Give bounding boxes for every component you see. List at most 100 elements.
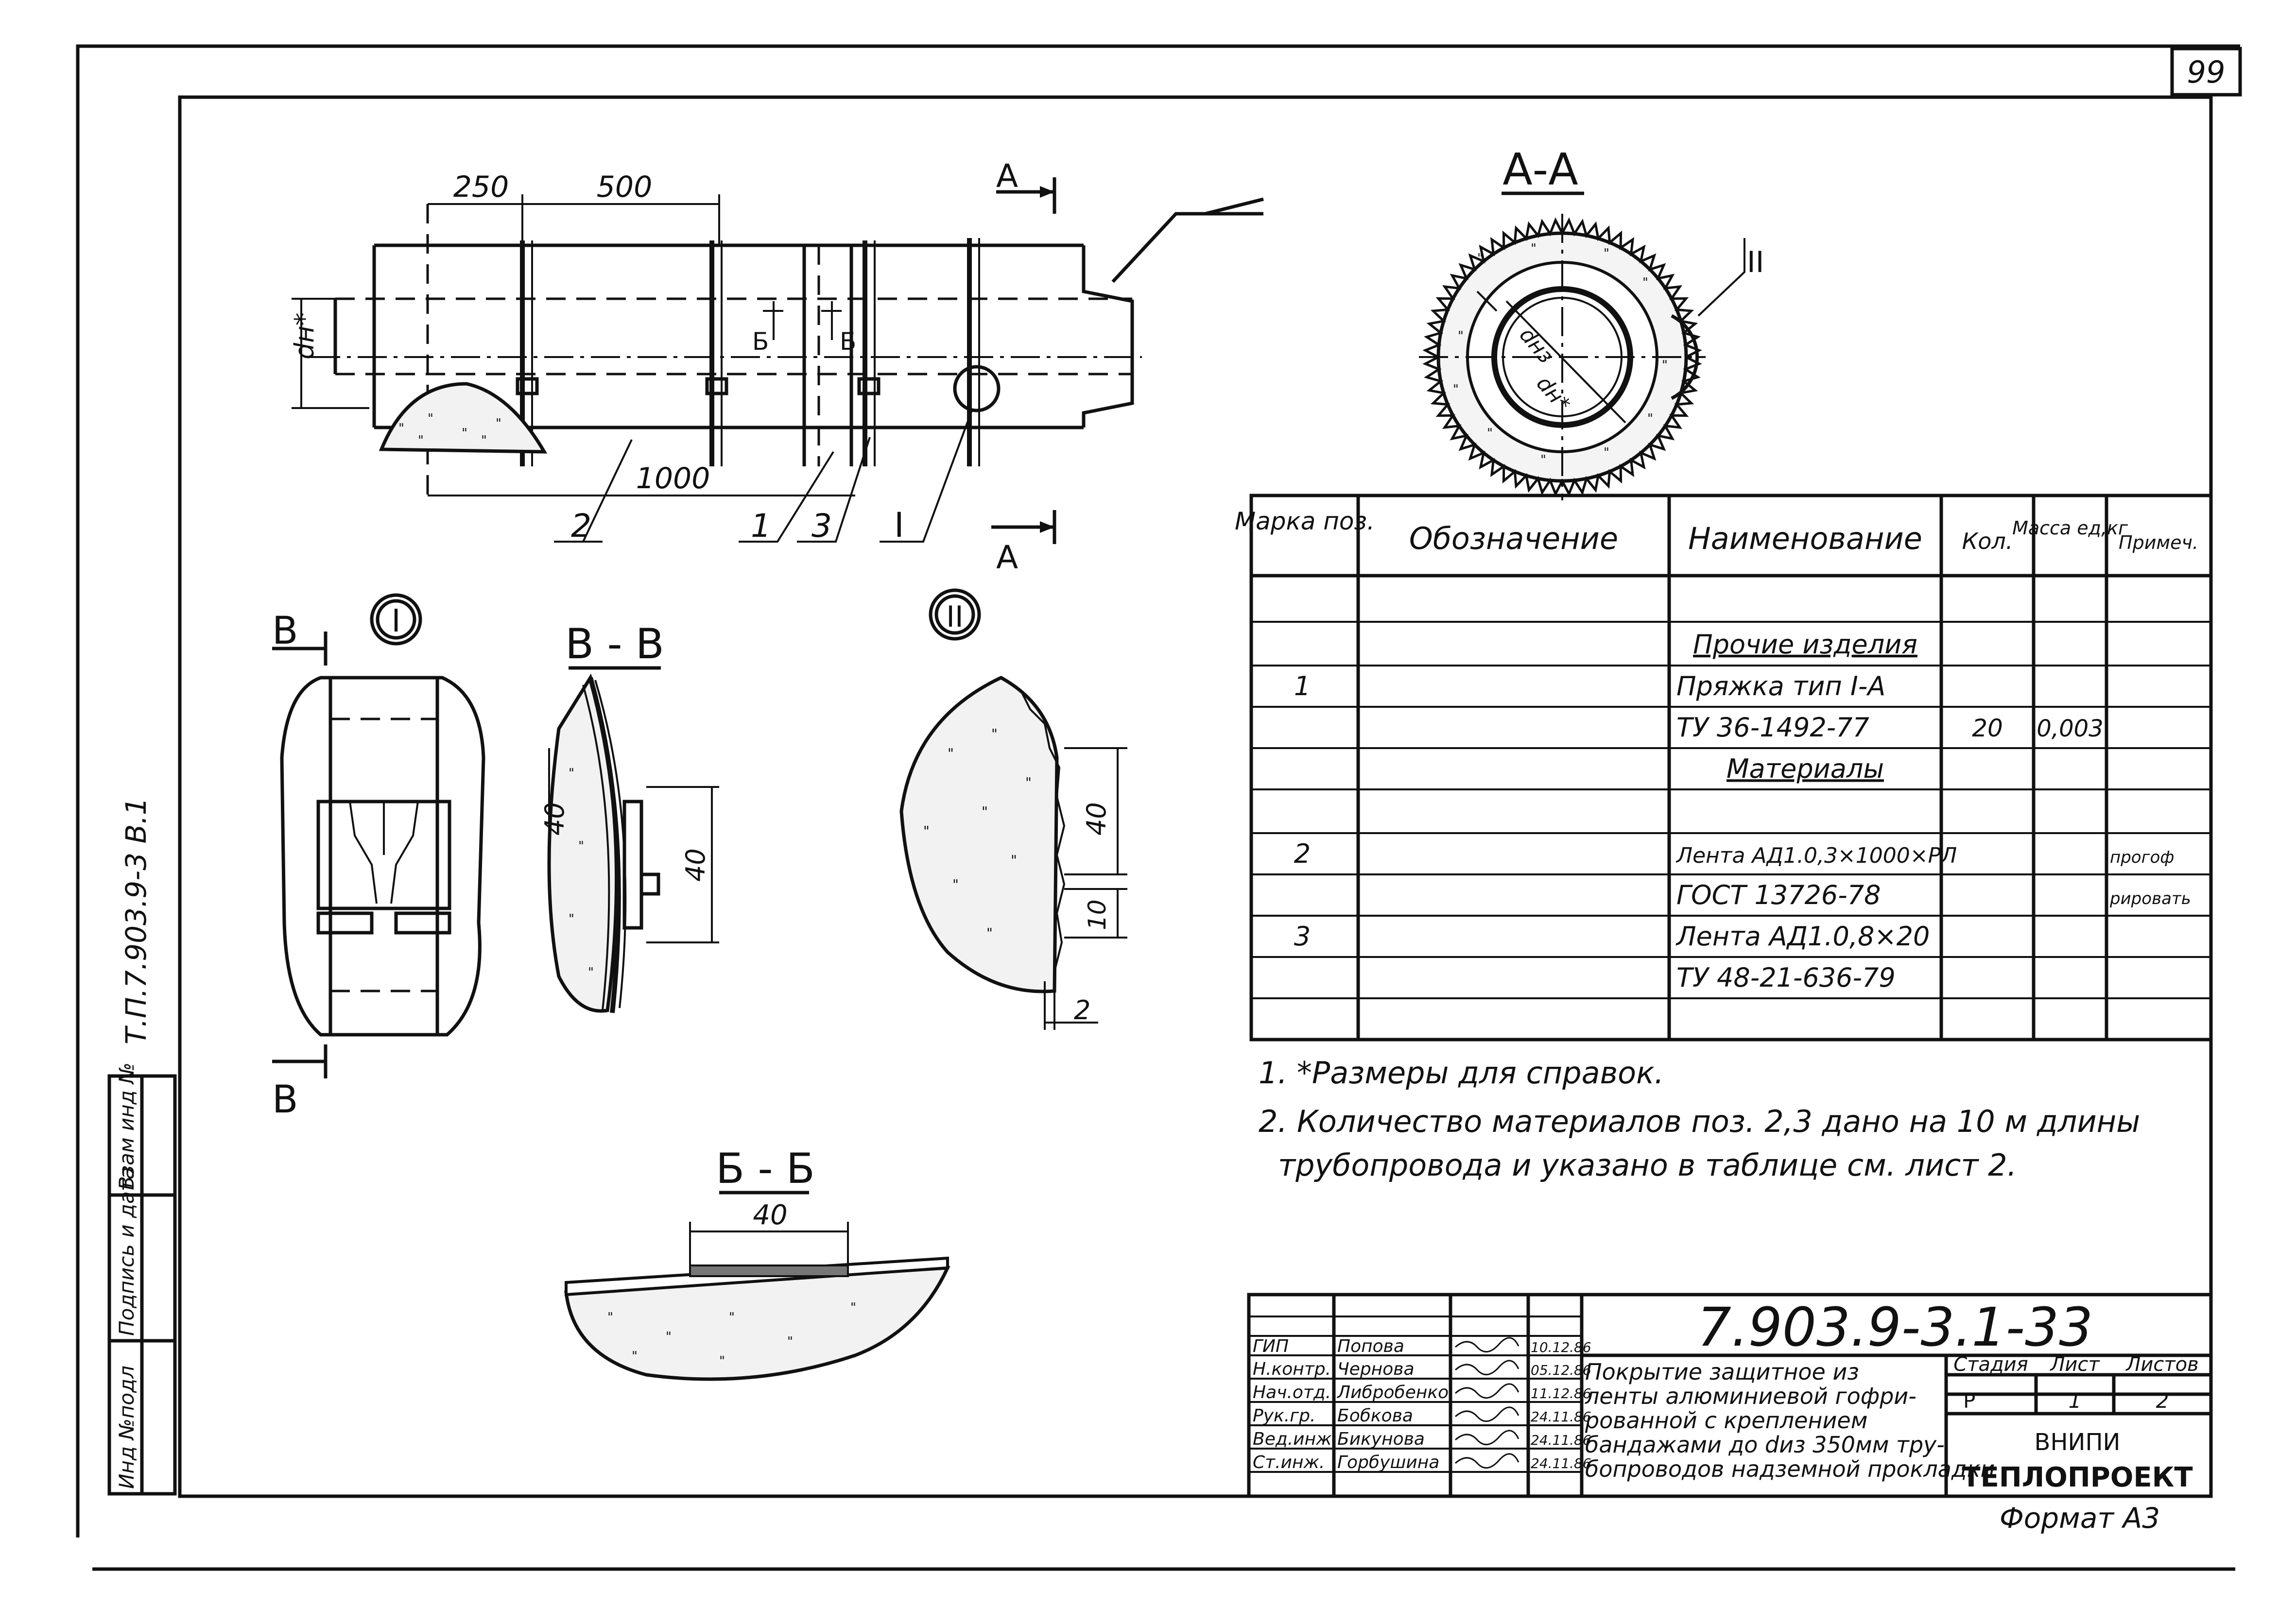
svg-text:": " <box>666 1330 672 1344</box>
title-row-lines <box>1249 1316 1582 1473</box>
node-I-view: I В В <box>272 593 485 1122</box>
signature-scribble <box>1455 1453 1519 1469</box>
spec-cell-qty: 20 <box>1972 714 2003 742</box>
svg-text:": " <box>850 1300 856 1315</box>
callout-2: 2 <box>571 507 591 545</box>
title-date: 24.11.86 <box>1531 1455 1591 1471</box>
title-description-line: рованной с креплением <box>1585 1407 1867 1434</box>
svg-text:": " <box>496 416 501 431</box>
spec-cell-name: Лента АД1.0,3×1000×РЛ <box>1675 843 1957 868</box>
title-role: Вед.инж. <box>1253 1429 1337 1449</box>
strip-cell-replace-inv: Взам инд № <box>115 1062 138 1190</box>
spec-cell-note: рировать <box>2109 889 2191 908</box>
doc-code: 7.903.9-3.1-33 <box>1697 1296 2093 1358</box>
svg-text:": " <box>607 1310 613 1325</box>
title-date: 10.12.86 <box>1531 1339 1591 1355</box>
svg-text:": " <box>588 965 594 980</box>
svg-text:": " <box>1604 246 1609 261</box>
spec-cell-name: Материалы <box>1726 753 1884 784</box>
spec-row-lines <box>1251 621 2211 999</box>
sheets-value: 2 <box>2156 1389 2169 1413</box>
svg-text:": " <box>578 839 584 854</box>
callout-1: 1 <box>751 507 771 545</box>
dim-1000: 1000 <box>636 461 710 495</box>
spec-cell-name: Пряжка тип I-А <box>1676 671 1885 701</box>
section-aa-title: А-А <box>1502 144 1578 195</box>
svg-text:": " <box>1540 453 1546 467</box>
spec-cell-pos: 2 <box>1294 838 1311 869</box>
svg-text:": " <box>428 411 433 426</box>
svg-text:": " <box>729 1310 735 1325</box>
cutaway-dots: "" "" "" <box>398 411 501 448</box>
svg-text:": " <box>1453 382 1459 397</box>
section-aa-arrows: А А <box>991 157 1056 576</box>
strip-cell-sign-date: Подпись и дата <box>115 1167 138 1336</box>
spec-header-note: Примеч. <box>2119 532 2198 553</box>
inner-border <box>178 95 2213 1498</box>
dim-250: 250 <box>453 170 509 204</box>
signature-scribble <box>1455 1337 1519 1352</box>
dim-40-node-II: 40 <box>1081 802 1112 836</box>
svg-text:": " <box>1011 852 1017 868</box>
note-1: 1. *Размеры для справок. <box>1259 1055 1664 1091</box>
svg-text:": " <box>982 803 988 820</box>
title-description-line: бопроводов надземной прокладки <box>1585 1456 1995 1482</box>
detail-II-circle <box>1671 314 1699 400</box>
node-I-label: I <box>392 603 401 639</box>
title-date: 05.12.86 <box>1531 1362 1591 1378</box>
svg-text:": " <box>719 1354 725 1368</box>
main-view-dimensions: 250 500 1000 dн* Б Б <box>289 170 856 496</box>
org-name-1: ВНИПИ <box>2035 1429 2121 1456</box>
arrow-b-top: В <box>272 609 298 653</box>
spec-cell-mass: 0,003 <box>2037 715 2103 742</box>
svg-text:": " <box>986 925 993 941</box>
mark-b-2: Б <box>840 327 856 356</box>
title-description-line: ленты алюминиевой гофри- <box>1585 1383 1916 1409</box>
spec-header-pos: Марка поз. <box>1235 507 1375 535</box>
svg-text:": " <box>948 745 954 761</box>
format-label: Формат А3 <box>2000 1502 2160 1535</box>
svg-text:": " <box>991 726 998 742</box>
title-date: 24.11.86 <box>1531 1409 1591 1425</box>
svg-text:": " <box>787 1334 793 1349</box>
band-3 <box>857 240 880 466</box>
dim-40-bb-b: 40 <box>680 848 711 882</box>
svg-text:": " <box>1477 251 1483 266</box>
spec-header-mass: Масса ед,кг <box>2012 517 2128 539</box>
svg-text:": " <box>1025 774 1032 790</box>
svg-text:": " <box>398 421 404 436</box>
signature-scribble <box>1455 1360 1519 1375</box>
buckle-outline <box>280 676 485 1037</box>
svg-text:": " <box>1647 411 1653 426</box>
svg-text:": " <box>952 876 959 892</box>
svg-text:": " <box>569 912 574 926</box>
spec-cell-note: прогоф <box>2110 848 2174 867</box>
title-date: 11.12.86 <box>1531 1385 1591 1401</box>
mark-b-1: Б <box>752 327 769 356</box>
section-bb-dots: "" "" "" " <box>607 1300 856 1368</box>
band-4 <box>967 238 980 466</box>
note-2-line-1: 2. Количество материалов поз. 2,3 дано н… <box>1259 1104 2140 1139</box>
title-role: ГИП <box>1253 1336 1289 1356</box>
page-number-box <box>2170 47 2242 97</box>
title-person: Бикунова <box>1337 1429 1425 1449</box>
title-description-line: бандажами до dиз 350мм тру- <box>1585 1432 1945 1458</box>
title-role: Нач.отд. <box>1253 1383 1331 1402</box>
dim-40-bb-a: 40 <box>539 802 570 836</box>
svg-text:": " <box>923 823 930 839</box>
spec-table: Марка поз. Обозначение Наименование Кол.… <box>1235 494 2213 1042</box>
signature-scribble <box>1455 1430 1519 1445</box>
title-role: Ст.инж. <box>1253 1452 1325 1472</box>
title-person: Горбушина <box>1337 1452 1439 1472</box>
section-aa-view: А-А dнз dн* II "" "" "" "" "" " <box>1419 144 1764 500</box>
spec-cell-name: Лента АД1.0,8×20 <box>1675 921 1930 952</box>
svg-text:": " <box>1487 426 1493 441</box>
spec-cell-name: Прочие изделия <box>1693 629 1917 660</box>
band-2 <box>705 240 728 466</box>
detail-I-circle <box>953 365 1001 412</box>
title-description-line: Покрытие защитное из <box>1585 1359 1859 1385</box>
